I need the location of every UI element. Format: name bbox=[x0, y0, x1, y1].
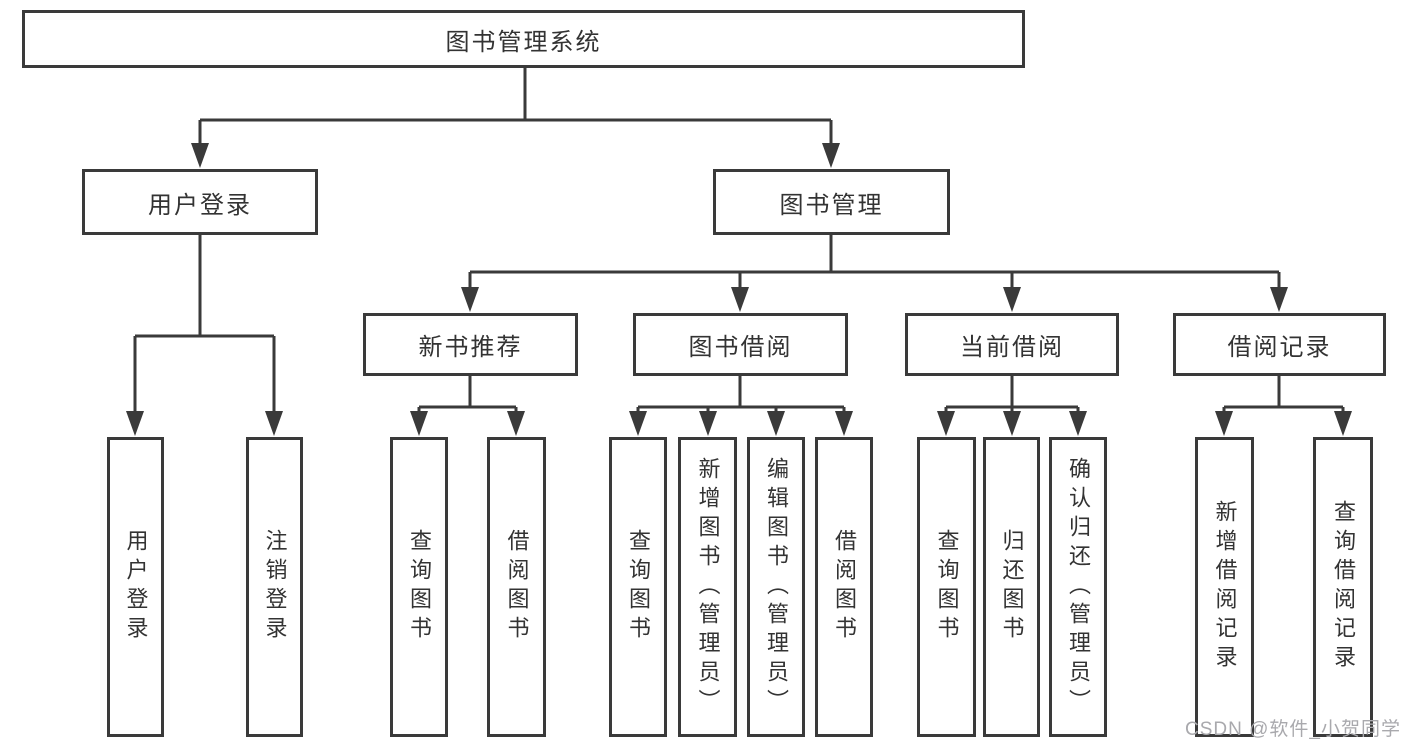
arrowhead bbox=[191, 143, 209, 168]
leaf-label: 新增借阅记录 bbox=[1212, 500, 1238, 674]
node-label: 图书管理 bbox=[779, 191, 884, 219]
leaf-label: 借阅图书 bbox=[504, 529, 530, 645]
leaf-current-confirm-return-admin: 确认归还（管理员） bbox=[1049, 437, 1107, 737]
node-label: 图书借阅 bbox=[688, 334, 793, 361]
leaf-label: 注销登录 bbox=[262, 529, 288, 645]
leaf-borrow-add-books-admin: 新增图书（管理员） bbox=[678, 437, 737, 737]
leaf-label: 用户登录 bbox=[123, 529, 149, 645]
leaf-label: 确认归还（管理员） bbox=[1066, 456, 1091, 718]
connector-records-to-leaves bbox=[1222, 376, 1345, 414]
connector-current-to-leaves bbox=[944, 376, 1080, 414]
node-library-management-system: 图书管理系统 bbox=[22, 10, 1025, 68]
arrowhead bbox=[937, 411, 955, 436]
arrowhead bbox=[1069, 411, 1087, 436]
connector-book-mgmt-to-level2 bbox=[468, 235, 1281, 290]
node-label: 当前借阅 bbox=[960, 334, 1064, 361]
node-label: 新书推荐 bbox=[418, 334, 523, 361]
arrowhead bbox=[265, 411, 283, 436]
leaf-label: 借阅图书 bbox=[832, 529, 857, 645]
arrowhead bbox=[629, 411, 647, 436]
arrowhead bbox=[1215, 411, 1233, 436]
node-label: 借阅记录 bbox=[1227, 334, 1332, 361]
leaf-label: 新增图书（管理员） bbox=[695, 456, 721, 718]
arrowhead bbox=[1334, 411, 1352, 436]
node-label: 图书管理系统 bbox=[445, 28, 602, 56]
arrowhead bbox=[699, 411, 717, 436]
arrowhead bbox=[822, 143, 840, 168]
leaf-records-query-record: 查询借阅记录 bbox=[1313, 437, 1373, 737]
connector-new-books-to-leaves bbox=[417, 376, 518, 414]
leaf-newbooks-borrow-books: 借阅图书 bbox=[487, 437, 546, 737]
arrowhead bbox=[507, 411, 525, 436]
leaf-logout: 注销登录 bbox=[246, 437, 303, 737]
node-book-management: 图书管理 bbox=[713, 169, 950, 235]
leaf-label: 查询借阅记录 bbox=[1331, 500, 1356, 674]
leaf-current-return-books: 归还图书 bbox=[983, 437, 1040, 737]
leaf-borrow-borrow-books: 借阅图书 bbox=[815, 437, 873, 737]
arrowhead bbox=[1003, 287, 1021, 312]
arrowhead bbox=[410, 411, 428, 436]
connector-user-login-to-leaves bbox=[133, 235, 276, 414]
leaf-label: 归还图书 bbox=[999, 529, 1025, 645]
connector-borrow-to-leaves bbox=[636, 376, 846, 414]
arrowhead bbox=[461, 287, 479, 312]
arrowhead bbox=[126, 411, 144, 436]
node-user-login: 用户登录 bbox=[82, 169, 318, 235]
leaf-label: 编辑图书（管理员） bbox=[764, 456, 789, 718]
leaf-borrow-edit-books-admin: 编辑图书（管理员） bbox=[747, 437, 805, 737]
arrowhead bbox=[835, 411, 853, 436]
arrowhead bbox=[1003, 411, 1021, 436]
leaf-records-add-record: 新增借阅记录 bbox=[1195, 437, 1254, 737]
leaf-borrow-query-books: 查询图书 bbox=[609, 437, 667, 737]
arrowhead bbox=[731, 287, 749, 312]
csdn-watermark: CSDN @软件_小贺同学 bbox=[1185, 719, 1401, 740]
connector-root-to-level1 bbox=[198, 68, 833, 146]
node-label: 用户登录 bbox=[148, 191, 252, 219]
node-book-borrow: 图书借阅 bbox=[633, 313, 848, 376]
leaf-current-query-books: 查询图书 bbox=[917, 437, 976, 737]
node-current-borrow: 当前借阅 bbox=[905, 313, 1119, 376]
leaf-label: 查询图书 bbox=[934, 529, 960, 645]
leaf-label: 查询图书 bbox=[626, 529, 651, 645]
leaf-label: 查询图书 bbox=[407, 529, 432, 645]
arrowhead bbox=[1270, 287, 1288, 312]
leaf-newbooks-query-books: 查询图书 bbox=[390, 437, 448, 737]
node-borrow-records: 借阅记录 bbox=[1173, 313, 1386, 376]
arrowhead bbox=[767, 411, 785, 436]
leaf-user-login: 用户登录 bbox=[107, 437, 164, 737]
node-new-book-recommend: 新书推荐 bbox=[363, 313, 578, 376]
